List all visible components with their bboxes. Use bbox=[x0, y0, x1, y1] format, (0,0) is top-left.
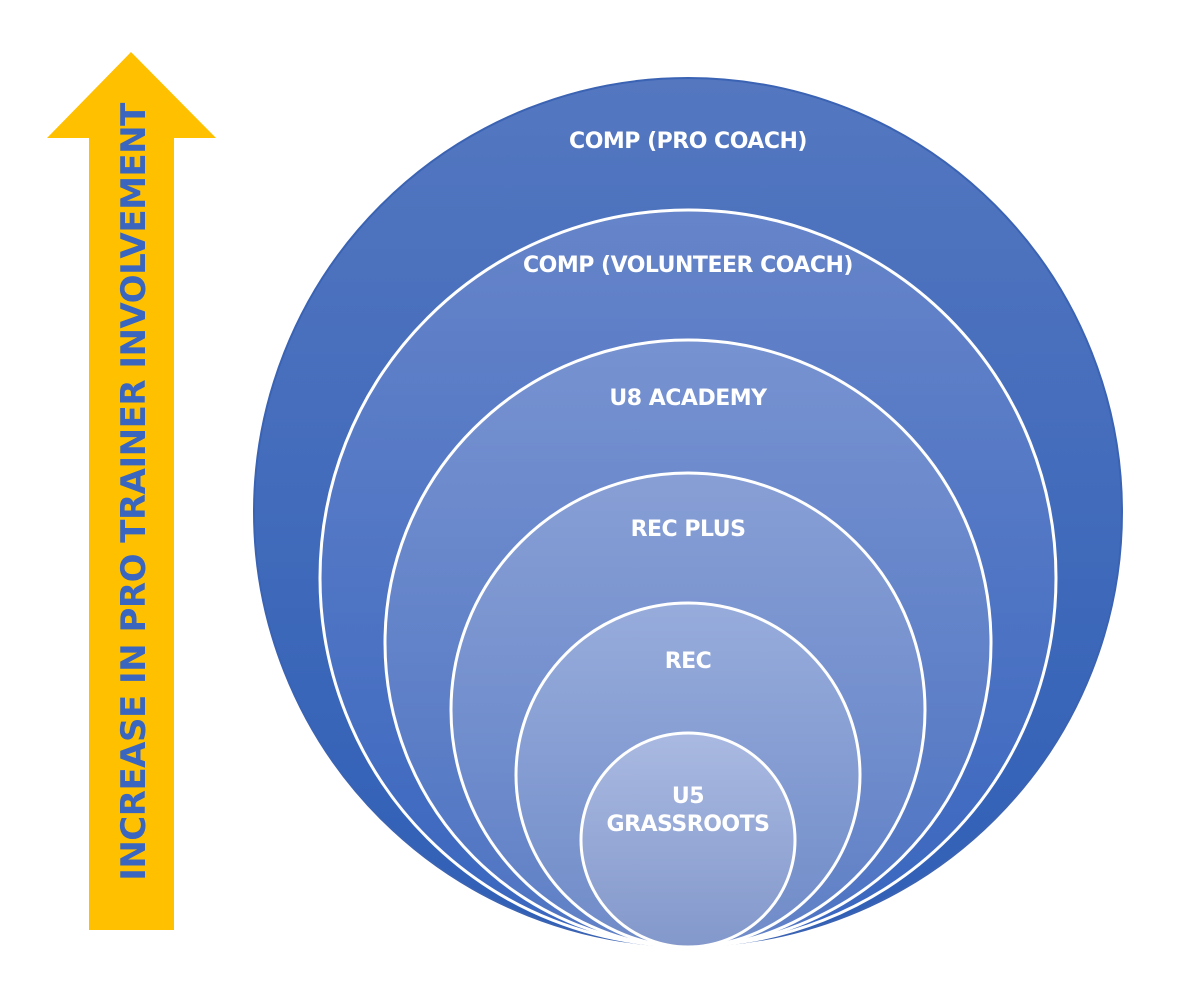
arrow-label: INCREASE IN PRO TRAINER INVOLVEMENT bbox=[114, 102, 154, 881]
circle-label: REC PLUS bbox=[631, 517, 746, 542]
arrow-shape bbox=[47, 52, 216, 930]
circle-shape bbox=[579, 731, 797, 949]
circle-label: U8 ACADEMY bbox=[609, 386, 768, 411]
circles-group: COMP (PRO COACH) COMP (VOLUNTEER COACH) U8… bbox=[253, 77, 1123, 949]
circle-label: U5 bbox=[672, 784, 704, 809]
upward-arrow: INCREASE IN PRO TRAINER INVOLVEMENT bbox=[47, 52, 216, 930]
circle-label: COMP (VOLUNTEER COACH) bbox=[523, 253, 853, 278]
circle-label: GRASSROOTS bbox=[607, 812, 770, 837]
circle-label: REC bbox=[665, 649, 712, 674]
circle-label: COMP (PRO COACH) bbox=[569, 129, 807, 154]
